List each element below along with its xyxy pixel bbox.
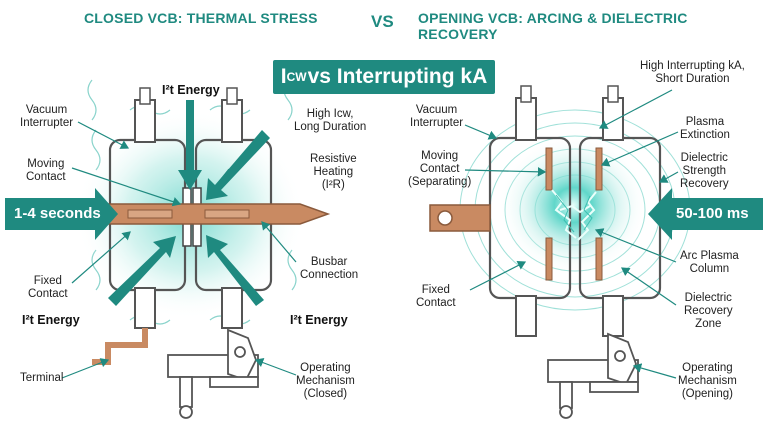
left-leader-lines	[61, 121, 297, 379]
left-fixed-contact-label: Fixed Contact	[28, 275, 68, 300]
left-i2t-top-label: I²t Energy	[162, 83, 220, 97]
right-dielectric-strength-label: Dielectric Strength Recovery	[680, 152, 729, 190]
banner-prefix: I	[280, 65, 287, 88]
left-terminal-label: Terminal	[20, 372, 64, 384]
left-panel-title: CLOSED VCB: THERMAL STRESS	[84, 10, 318, 26]
left-energy-arrows	[108, 100, 270, 306]
banner-subscript: CW	[286, 70, 307, 84]
vs-label: VS	[371, 12, 394, 31]
left-busbar-connection-label: Busbar Connection	[300, 256, 359, 281]
right-operating-mechanism-label: Operating Mechanism (Opening)	[678, 362, 737, 400]
right-vacuum-interrupter-label: Vacuum Interrupter	[410, 104, 464, 129]
right-high-interrupting-label: High Interrupting kA, Short Duration	[640, 60, 745, 85]
right-operating-mechanism	[547, 332, 639, 419]
left-operating-mechanism-label: Operating Mechanism (Closed)	[296, 362, 355, 400]
right-plasma-extinction-label: Plasma Extinction	[680, 116, 730, 141]
left-i2t-bottom-left-label: I²t Energy	[22, 313, 80, 327]
left-breaker	[54, 79, 331, 419]
right-breaker	[429, 85, 691, 419]
left-vacuum-interrupter-label: Vacuum Interrupter	[20, 104, 74, 129]
left-duration-text: 1-4 seconds	[14, 205, 101, 222]
left-i2t-bottom-right-label: I²t Energy	[290, 313, 348, 327]
right-dielectric-zone-label: Dielectric Recovery Zone	[684, 292, 733, 330]
left-duration-arrow	[5, 188, 118, 240]
left-moving-contact-label: Moving Contact	[26, 158, 66, 183]
banner-rest: vs Interrupting kA	[307, 65, 488, 88]
right-duration-arrow	[648, 188, 763, 240]
right-leader-lines	[464, 89, 679, 379]
left-high-icw-label: High Icw, Long Duration	[294, 108, 367, 133]
left-resistive-heating-label: Resistive Heating (I²R)	[310, 153, 357, 191]
right-panel-title: OPENING VCB: ARCING & DIELECTRIC RECOVER…	[418, 10, 688, 42]
right-arc-plasma-label: Arc Plasma Column	[680, 250, 739, 275]
right-fixed-contact-label: Fixed Contact	[416, 284, 456, 309]
right-duration-text: 50-100 ms	[676, 205, 749, 222]
left-operating-mechanism	[167, 328, 259, 419]
right-moving-contact-label: Moving Contact (Separating)	[408, 150, 472, 188]
